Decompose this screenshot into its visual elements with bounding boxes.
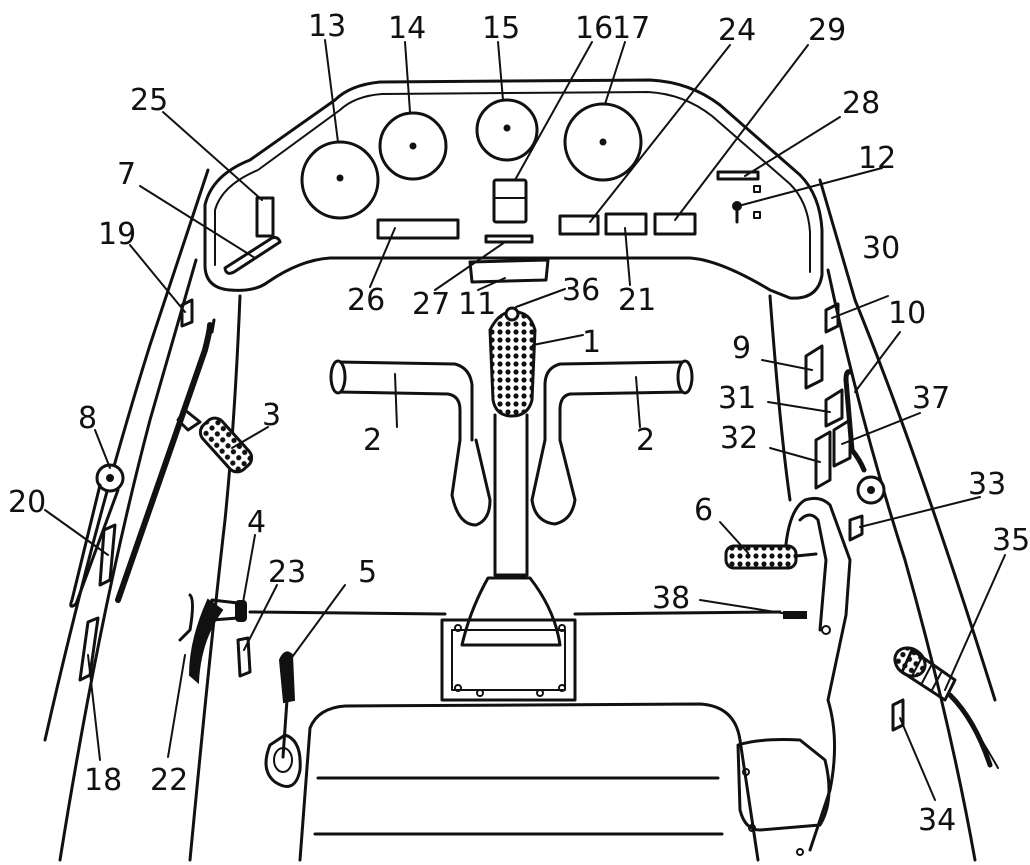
label-23: 23 (268, 555, 306, 590)
label-13: 13 (308, 9, 346, 44)
label-27: 27 (412, 287, 450, 322)
button-38 (783, 611, 807, 619)
label-22: 22 (150, 763, 188, 798)
small-square-b (753, 211, 761, 219)
placard-23 (236, 636, 252, 678)
placard-20 (98, 523, 117, 587)
gauge-14-center (409, 142, 417, 150)
label-36: 36 (562, 273, 600, 308)
placard-9 (804, 344, 824, 390)
strip-27 (484, 234, 534, 244)
lever-22 (188, 598, 224, 685)
label-20: 20 (8, 485, 46, 520)
rail-10 (843, 369, 867, 473)
throttle-quadrant (783, 496, 852, 852)
label-26: 26 (347, 283, 385, 318)
label-18: 18 (84, 763, 122, 798)
gauge-17-center (599, 138, 607, 146)
microphone-35 (893, 646, 999, 769)
label-24: 24 (718, 13, 756, 48)
label-2-left: 2 (363, 423, 382, 458)
right-wall (768, 178, 997, 862)
label-16: 16 (575, 11, 613, 46)
placard-34 (891, 698, 905, 732)
placard-26 (376, 218, 460, 240)
label-10: 10 (888, 296, 926, 331)
label-15: 15 (482, 11, 520, 46)
gauge-17 (563, 102, 643, 182)
label-30: 30 (862, 231, 900, 266)
placard-33 (848, 514, 864, 542)
throttle-6-grip (724, 544, 798, 570)
label-14: 14 (388, 11, 426, 46)
knob-4 (235, 600, 247, 622)
seat (298, 702, 760, 862)
gauge-15-center (503, 124, 511, 132)
label-34: 34 (918, 803, 956, 838)
gauge-14 (378, 111, 448, 181)
placard-32 (814, 430, 832, 490)
pedal-assembly (329, 359, 694, 527)
label-8: 8 (78, 401, 97, 436)
label-29: 29 (808, 13, 846, 48)
instrument-panel (203, 78, 824, 300)
strip-28 (716, 170, 760, 181)
label-31: 31 (718, 381, 756, 416)
label-17: 17 (612, 11, 650, 46)
gauge-15 (475, 98, 539, 162)
label-21: 21 (618, 283, 656, 318)
stick-button-36 (504, 306, 520, 322)
handle-3-base (176, 408, 202, 432)
placard-19 (180, 298, 194, 328)
control-stick (440, 306, 577, 702)
label-6: 6 (694, 493, 713, 528)
gauge-13-center (336, 174, 344, 182)
placard-30 (824, 302, 840, 334)
label-25: 25 (130, 83, 168, 118)
label-9: 9 (732, 331, 751, 366)
small-square-a (753, 185, 761, 193)
label-2-right: 2 (636, 423, 655, 458)
label-4: 4 (247, 505, 266, 540)
handle-3-grip (198, 416, 254, 474)
label-19: 19 (98, 217, 136, 252)
stick-boot-plate (440, 618, 577, 702)
left-wall (43, 168, 242, 862)
gauge-13 (300, 140, 380, 220)
label-5: 5 (358, 555, 377, 590)
label-38: 38 (652, 581, 690, 616)
lever-5-base (264, 733, 302, 788)
rail-left (115, 322, 213, 603)
lever-5-grip (278, 651, 296, 704)
label-1: 1 (582, 325, 601, 360)
label-33: 33 (968, 467, 1006, 502)
stick-grip-1 (488, 310, 537, 418)
indicator-16 (492, 178, 528, 224)
label-12: 12 (858, 141, 896, 176)
label-3: 3 (262, 398, 281, 433)
placard-31 (824, 388, 844, 428)
placard-29 (653, 212, 697, 236)
label-35: 35 (992, 523, 1030, 558)
leader-lines (44, 39, 1006, 801)
label-11: 11 (458, 287, 496, 322)
label-32: 32 (720, 421, 758, 456)
placard-24 (558, 214, 600, 236)
placard-25 (255, 196, 275, 238)
label-7: 7 (117, 157, 136, 192)
handle-7 (223, 236, 282, 275)
placard-37 (832, 418, 852, 468)
label-37: 37 (912, 381, 950, 416)
label-28: 28 (842, 86, 880, 121)
placard-11 (468, 258, 550, 284)
part-labels: 13 14 15 16 17 24 29 28 12 25 7 19 26 27… (8, 9, 1030, 838)
